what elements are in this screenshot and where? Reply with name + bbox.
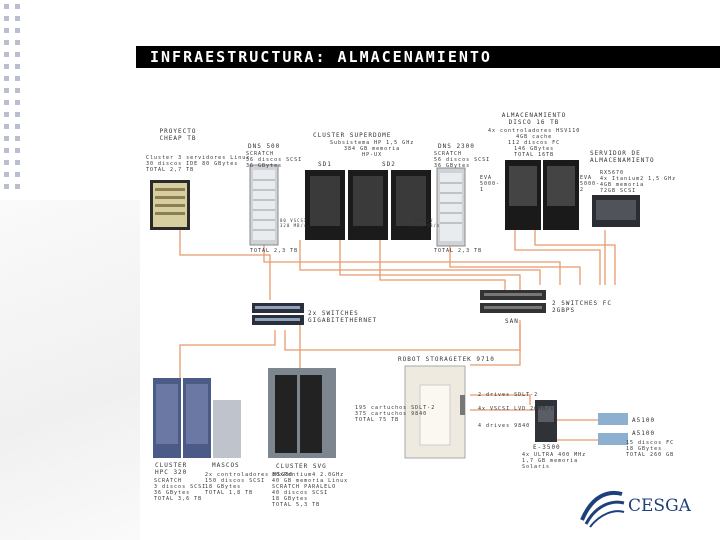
a5100a-title: A5100 bbox=[632, 417, 656, 424]
hpc320-title: CLUSTER HPC 320 bbox=[155, 462, 188, 476]
a5100b-detail: 15 discos FC 18 GBytes TOTAL 260 GB bbox=[626, 440, 675, 458]
hpc320-racks bbox=[153, 378, 241, 458]
superdome-title: CLUSTER SUPERDOME bbox=[313, 132, 392, 139]
title-band bbox=[136, 46, 720, 68]
dns2300-foot: TOTAL 2,3 TB bbox=[434, 248, 483, 254]
eva1-label: EVA 5000-1 bbox=[480, 175, 501, 193]
mascos-detail: 2x controladores HSG80 150 discos SCSI 1… bbox=[205, 472, 294, 496]
cesga-logo-text: CESGA bbox=[628, 496, 691, 516]
dns2300-rack bbox=[436, 167, 466, 247]
e3500-detail: 4x ULTRA 400 MHz 1,7 GB memoria Solaris bbox=[522, 452, 587, 470]
superdome-racks bbox=[305, 170, 431, 240]
robot-title: ROBOT STORAGETEK 9710 bbox=[398, 356, 495, 363]
san-title: 2 SWITCHES FC 2GBPS bbox=[552, 300, 612, 314]
superdome-sd1: SD1 bbox=[318, 161, 332, 168]
robot-detail: 195 cartuchos SDLT-2 375 cartuchos 9840 … bbox=[355, 405, 436, 423]
connection-lines bbox=[179, 225, 616, 441]
robot-drives3: 4 drives 9840 bbox=[478, 423, 531, 429]
storage-server bbox=[592, 195, 640, 227]
e3500-title: E-3500 bbox=[533, 444, 561, 451]
dns500-foot: TOTAL 2,3 TB bbox=[250, 248, 299, 254]
proyecto-detail: Cluster 3 servidores Linux 30 discos IDE… bbox=[146, 155, 251, 173]
proyecto-title: PROYECTO CHEAP TB bbox=[159, 128, 197, 142]
switches-title: 2x SWITCHES GIGABITETHERNET bbox=[308, 310, 378, 324]
cesga-logo-icon bbox=[580, 490, 625, 528]
mascos-title: MASCOS bbox=[212, 462, 240, 469]
eva2-label: EVA 5000-2 bbox=[580, 175, 601, 193]
almacen-title: ALMACENAMIENTO DISCO 16 TB bbox=[501, 112, 567, 126]
dns2300-side: FAIL+V 320 MB/s bbox=[413, 218, 441, 228]
fc-switches bbox=[480, 290, 546, 313]
a5100-units bbox=[598, 413, 628, 445]
eva-racks bbox=[505, 160, 579, 230]
dns500-side: 80 VSCSI 320 MB/s bbox=[280, 218, 308, 228]
proyecto-cheap-server bbox=[150, 180, 190, 230]
superdome-sd2: SD2 bbox=[382, 161, 396, 168]
decorative-dots bbox=[0, 0, 30, 210]
svg-title: CLUSTER SVG bbox=[276, 463, 327, 470]
superdome-detail: Subsistema HP 1,5 GHz 384 GB memoria HP-… bbox=[330, 140, 415, 158]
hpc320-detail: SCRATCH 3 discos SCSI 36 GBytes TOTAL 3,… bbox=[154, 478, 207, 502]
background-shade bbox=[0, 200, 140, 540]
tape-robot bbox=[404, 365, 466, 459]
san-foot: SAN bbox=[505, 318, 519, 325]
e3500-server bbox=[535, 400, 557, 442]
dns500-detail: SCRATCH 56 discos SCSI 36 GBytes bbox=[246, 151, 303, 169]
dns500-title: DNS 500 bbox=[248, 143, 281, 150]
servidor-title: SERVIDOR DE ALMACENAMIENTO bbox=[590, 150, 655, 164]
page-title: INFRAESTRUCTURA: ALMACENAMIENTO bbox=[150, 48, 492, 66]
svg-detail: 80xPentium4 2.0GHz 40 GB memoria Linux S… bbox=[272, 472, 349, 508]
dns500-rack bbox=[249, 164, 279, 246]
dns2300-title: DNS 2300 bbox=[438, 143, 475, 150]
gigabit-switches bbox=[252, 303, 304, 325]
svg-cluster-racks bbox=[268, 368, 336, 458]
dns2300-detail: SCRATCH 56 discos SCSI 36 GBytes bbox=[434, 151, 491, 169]
a5100b-title: A5100 bbox=[632, 430, 656, 437]
robot-drives1: 2 drives SDLT-2 bbox=[478, 392, 539, 398]
servidor-detail: RX5670 4x Itanium2 1,5 GHz 4GB memoria 7… bbox=[600, 170, 677, 194]
almacen-detail: 4x controladores HSV110 4GB cache 112 di… bbox=[488, 128, 581, 158]
robot-drives2: 4x VSCSI LVD 20MB/s bbox=[478, 406, 555, 412]
